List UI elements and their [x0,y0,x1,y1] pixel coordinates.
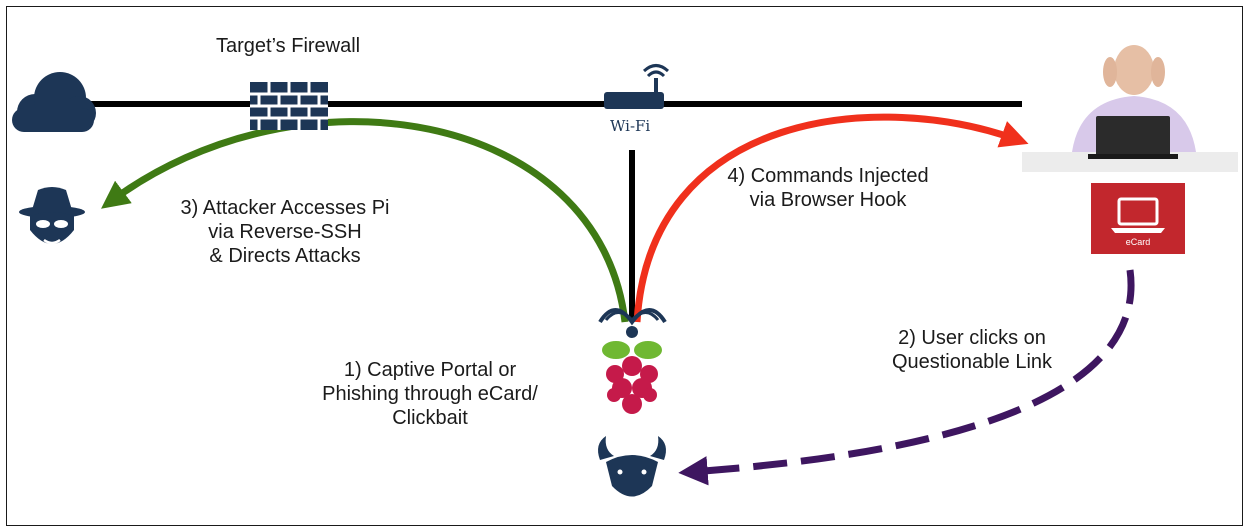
ecard-label: eCard [1125,237,1151,247]
reverse-ssh-arrow [101,118,629,323]
ecard-tile: eCard [1091,183,1185,254]
raspberry-pi-icon [598,308,667,414]
brick-wall-icon [250,82,328,130]
wifi-label: Wi-Fi [610,117,651,135]
diagram-canvas [12,45,1238,497]
stressed-user-photo [1022,45,1238,172]
firewall-label: Target’s Firewall [216,35,361,57]
wifi-router-icon [604,64,670,109]
browser-hook-arrow [633,113,1029,323]
step3-label: 3) Attacker Accesses Pi via Reverse-SSH … [180,197,390,267]
step2-label: 2) User clicks on Questionable Link [891,327,1053,373]
phishing-link-arrow [678,269,1135,486]
attack-diagram: eCard Target’s Firewall Wi-Fi 3) Attacke… [6,6,1243,526]
bull-icon [598,436,666,497]
step1-label: 1) Captive Portal or Phishing through eC… [322,359,538,429]
cloud-icon [12,72,96,132]
step4-label: 4) Commands Injected via Browser Hook [727,165,929,211]
hacker-icon [19,187,85,245]
